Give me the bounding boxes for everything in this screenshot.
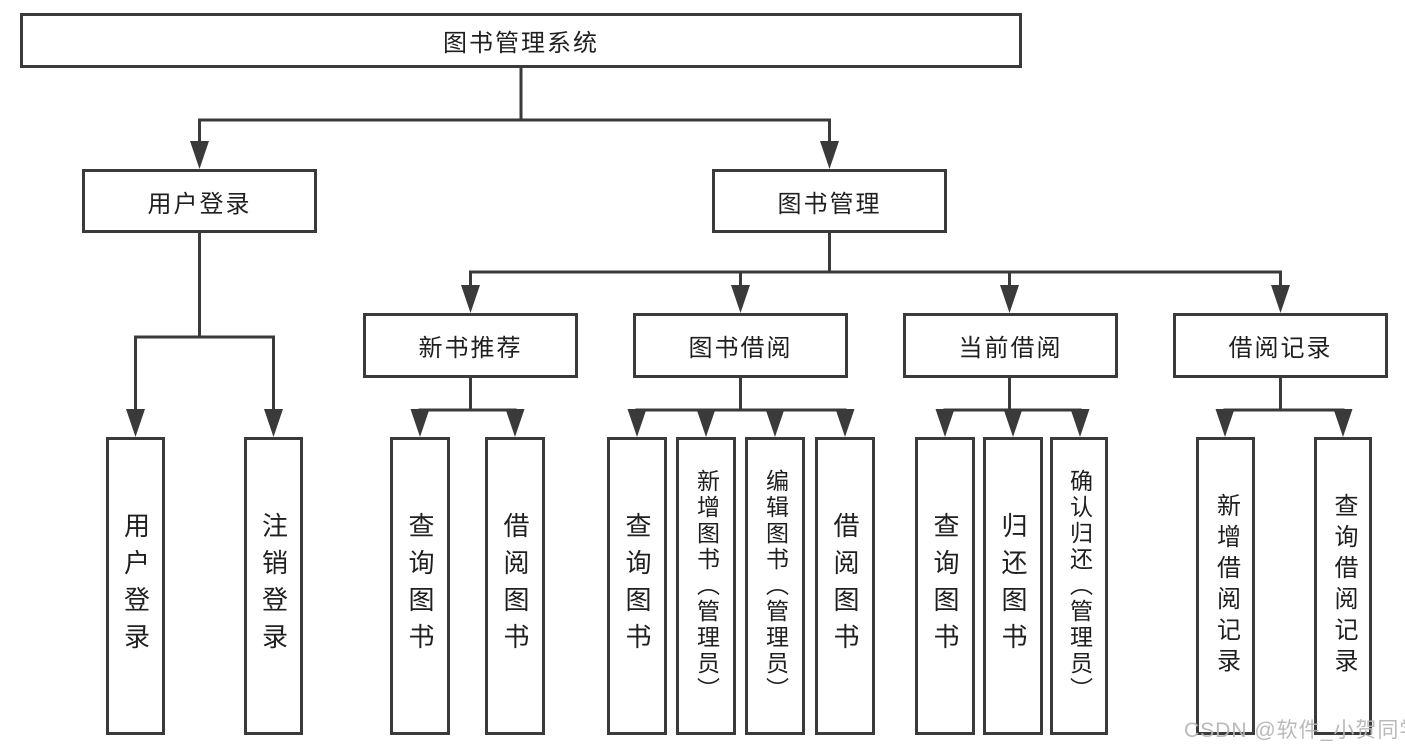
- arrowhead-icon: [264, 409, 283, 437]
- leaf-edit-books-admin: 编辑图书（管理员）: [745, 437, 805, 735]
- leaf-add-books-admin: 新增图书（管理员）: [676, 437, 736, 735]
- leaf-return-books: 归还图书: [983, 437, 1043, 735]
- leaf-edit-books-admin-label: 编辑图书（管理员）: [762, 469, 789, 703]
- leaf-borrow-books-rec: 借阅图书: [485, 437, 545, 735]
- leaf-query-books-current-label: 查询图书: [930, 512, 960, 660]
- node-book-borrow: 图书借阅: [633, 313, 848, 378]
- arrowhead-icon: [126, 409, 145, 437]
- leaf-add-borrow-record-label: 新增借阅记录: [1212, 493, 1240, 679]
- arrowhead-icon: [765, 409, 785, 437]
- arrowhead-icon: [1003, 409, 1023, 437]
- leaf-add-books-admin-label: 新增图书（管理员）: [693, 469, 720, 703]
- node-user-login: 用户登录: [82, 169, 317, 233]
- node-root-label: 图书管理系统: [443, 30, 599, 57]
- node-current-borrow: 当前借阅: [903, 313, 1118, 378]
- node-book-mgmt: 图书管理: [712, 169, 947, 233]
- leaf-query-books-borrow-label: 查询图书: [622, 512, 652, 660]
- node-new-book-rec-label: 新书推荐: [418, 335, 523, 362]
- leaf-add-borrow-record: 新增借阅记录: [1196, 437, 1255, 735]
- arrowhead-icon: [1000, 285, 1019, 313]
- node-new-book-rec: 新书推荐: [363, 313, 578, 378]
- arrowhead-icon: [1271, 285, 1290, 313]
- leaf-query-books-current: 查询图书: [915, 437, 975, 735]
- arrowhead-icon: [627, 409, 647, 437]
- leaf-borrow-books: 借阅图书: [815, 437, 875, 735]
- node-borrow-records: 借阅记录: [1173, 313, 1388, 378]
- leaf-user-login-label: 用户登录: [120, 512, 151, 660]
- arrowhead-icon: [410, 409, 430, 437]
- leaf-borrow-books-label: 借阅图书: [830, 512, 860, 660]
- arrowhead-icon: [505, 409, 525, 437]
- leaf-logout: 注销登录: [244, 437, 303, 735]
- arrowhead-icon: [190, 141, 209, 169]
- leaf-query-books-borrow: 查询图书: [607, 437, 667, 735]
- arrowhead-icon: [820, 141, 839, 169]
- arrowhead-icon: [935, 409, 955, 437]
- node-borrow-records-label: 借阅记录: [1228, 335, 1333, 362]
- leaf-query-borrow-record-label: 查询借阅记录: [1330, 493, 1357, 679]
- node-root: 图书管理系统: [20, 13, 1022, 68]
- leaf-query-books-rec-label: 查询图书: [405, 512, 435, 660]
- node-book-borrow-label: 图书借阅: [688, 335, 793, 362]
- leaf-borrow-books-rec-label: 借阅图书: [500, 512, 530, 660]
- leaf-confirm-return-admin: 确认归还（管理员）: [1050, 437, 1108, 735]
- arrowhead-icon: [696, 409, 716, 437]
- arrowhead-icon: [461, 285, 480, 313]
- node-current-borrow-label: 当前借阅: [958, 335, 1063, 362]
- arrowhead-icon: [1070, 409, 1090, 437]
- node-book-mgmt-label: 图书管理: [777, 190, 882, 218]
- arrowhead-icon: [835, 409, 855, 437]
- arrowhead-icon: [731, 285, 750, 313]
- arrowhead-icon: [1333, 409, 1353, 437]
- leaf-query-books-rec: 查询图书: [390, 437, 450, 735]
- csdn-watermark: CSDN @软件_小贺同学: [1184, 719, 1405, 742]
- leaf-user-login: 用户登录: [106, 437, 165, 735]
- leaf-confirm-return-admin-label: 确认归还（管理员）: [1066, 469, 1093, 703]
- node-user-login-label: 用户登录: [147, 190, 252, 218]
- leaf-query-borrow-record: 查询借阅记录: [1314, 437, 1372, 735]
- arrowhead-icon: [1215, 409, 1235, 437]
- leaf-return-books-label: 归还图书: [998, 512, 1028, 660]
- leaf-logout-label: 注销登录: [258, 512, 289, 660]
